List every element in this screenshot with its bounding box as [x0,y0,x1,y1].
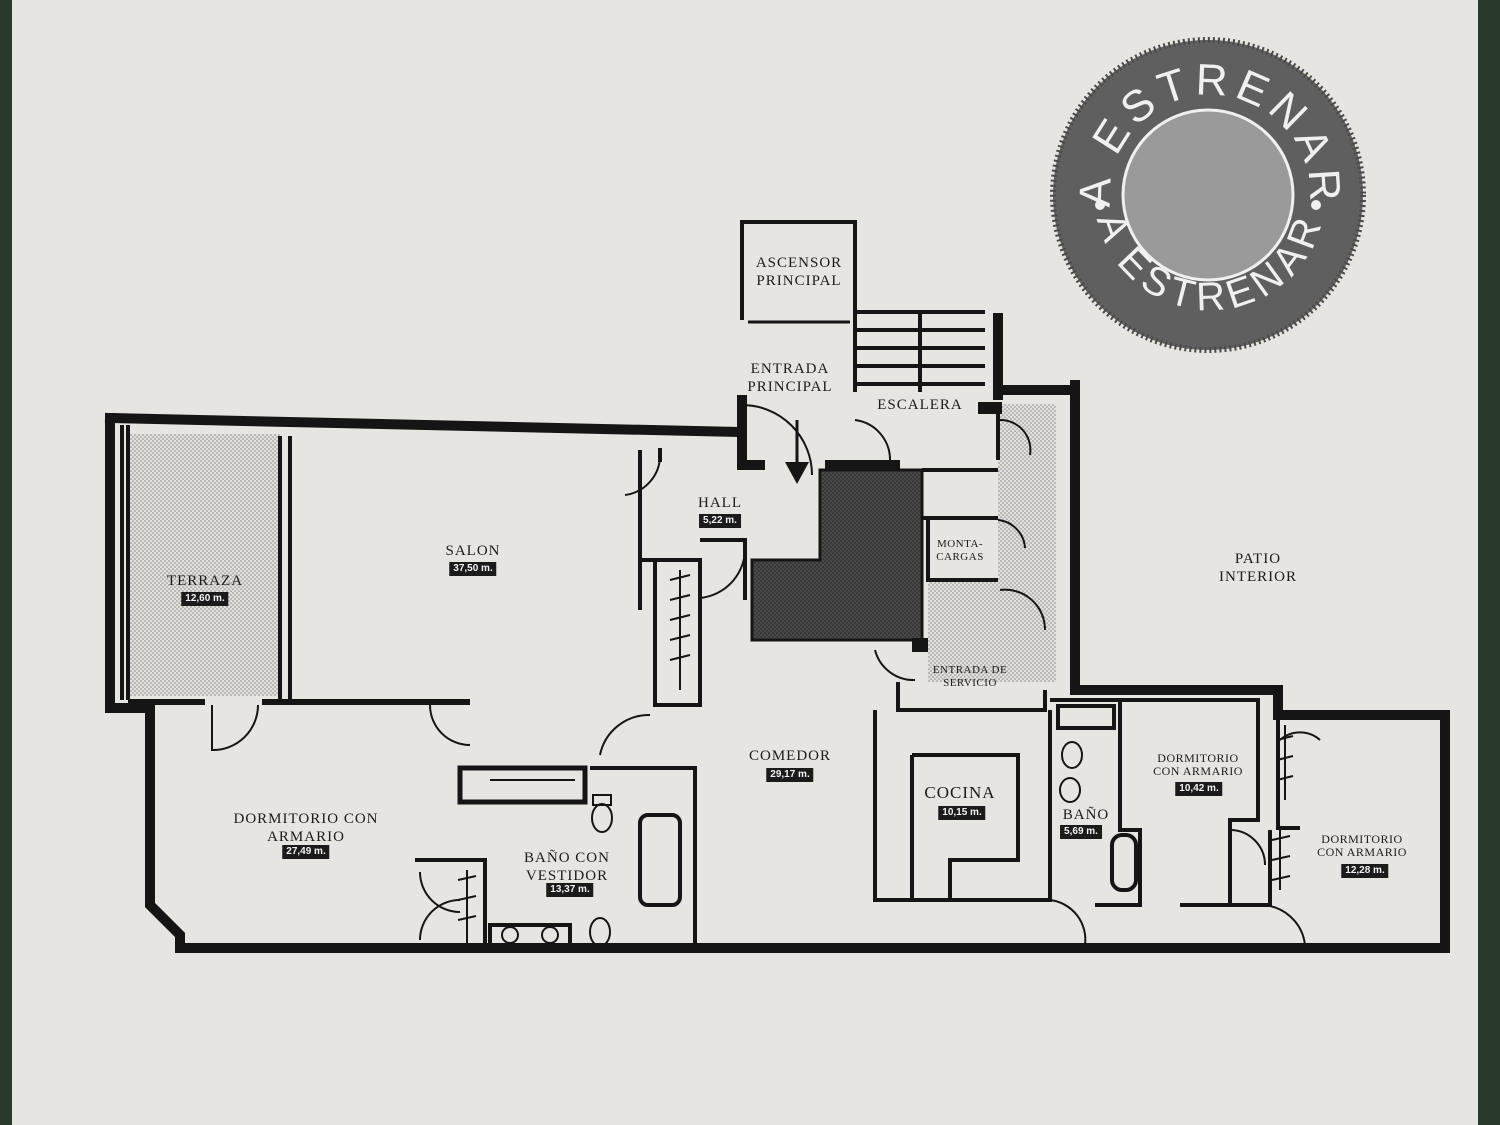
label-escalera: ESCALERA [877,397,963,413]
door-swings [211,404,1321,946]
label-hall: HALL [698,495,742,511]
label-terraza: TERRAZA [166,573,244,589]
label-entrada-principal: ENTRADA PRINCIPAL [747,361,833,395]
label-bano-vestidor: BAÑO CON VESTIDOR [524,850,610,884]
shaft-fill [750,468,924,642]
area-dormitorio-principal: 27,49 m. [282,845,330,859]
walls [104,313,1450,953]
label-ascensor: ASCENSOR PRINCIPAL [755,255,843,289]
closets [457,570,1294,945]
area-bano: 5,69 m. [1060,825,1102,839]
label-cocina: COCINA [924,783,996,802]
area-cocina: 10,15 m. [938,806,986,820]
label-montacargas: MONTA- CARGAS [936,538,984,563]
label-patio-interior: PATIO INTERIOR [1219,551,1297,585]
entry-arrow-icon [785,420,809,484]
stamp-seal: A ESTRENAR A ESTRENAR [1050,37,1366,353]
area-dormitorio-2: 10,42 m. [1175,782,1223,796]
label-salon: SALON [445,543,501,559]
area-dormitorio-3: 12,28 m. [1341,864,1389,878]
area-salon: 37,50 m. [449,562,497,576]
area-bano-vestidor: 13,37 m. [546,883,594,897]
fixtures [501,741,1083,947]
area-hall: 5,22 m. [699,514,741,528]
label-comedor: COMEDOR [748,748,832,764]
label-bano: BAÑO [1062,807,1110,823]
terrace-fill [128,434,280,696]
label-dormitorio-principal: DORMITORIO CON ARMARIO [233,811,379,845]
label-dormitorio-3: DORMITORIO CON ARMARIO [1317,832,1407,859]
service-entry-fill [928,580,1056,682]
label-entrada-servicio: ENTRADA DE SERVICIO [932,664,1008,689]
area-comedor: 29,17 m. [766,768,814,782]
label-dormitorio-2: DORMITORIO CON ARMARIO [1153,751,1243,778]
area-terraza: 12,60 m. [181,592,229,606]
interior-walls [120,220,1300,948]
